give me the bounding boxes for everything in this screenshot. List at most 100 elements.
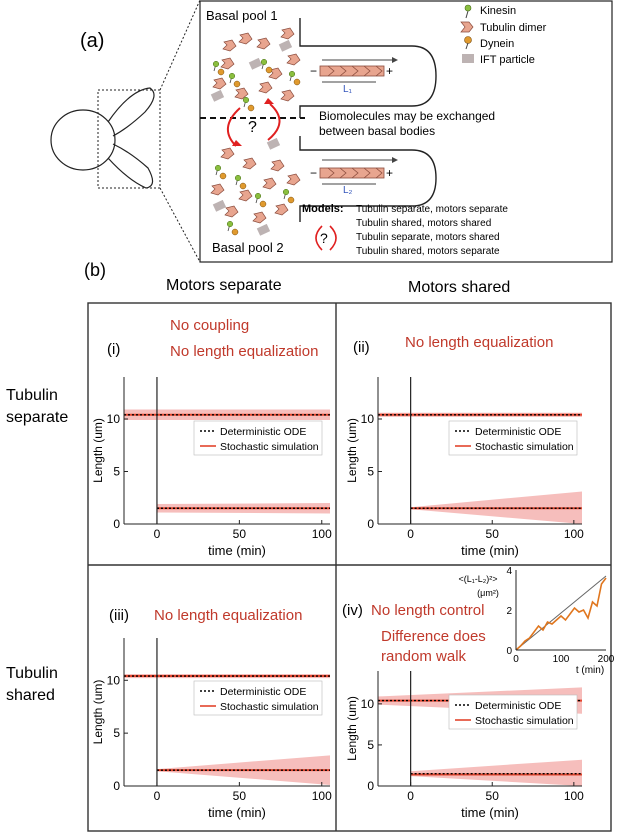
x-tick-label: 0	[154, 527, 161, 541]
flagellum-1-outline	[299, 18, 437, 118]
ift-particle-icon	[278, 39, 293, 52]
ift-particle-icon	[210, 89, 225, 102]
x-axis-label: time (min)	[461, 543, 519, 558]
y-tick-label: 5	[113, 465, 120, 479]
inset-x-tick-label: 0	[513, 654, 519, 665]
dynein-icon	[231, 228, 239, 236]
dynein-icon	[265, 66, 273, 74]
cell-outline	[50, 87, 155, 189]
panel-iv-annotation-2: Difference does	[381, 628, 486, 645]
basal-pool-2-molecules	[210, 137, 301, 236]
chart-legend-box	[193, 420, 323, 456]
tubulin-dimer-icon	[262, 177, 277, 190]
kinesin-icon	[282, 188, 290, 196]
dynein-icon	[233, 80, 241, 88]
x-tick-label: 50	[233, 789, 247, 803]
x-tick-label: 0	[407, 527, 414, 541]
flagellum-1-plus-end: +	[386, 64, 393, 78]
x-axis-label: time (min)	[208, 805, 266, 820]
x-tick-label: 50	[486, 789, 500, 803]
legend-label-ift-particle: IFT particle	[480, 54, 535, 66]
panel-iii-annotation-1: No length equalization	[154, 607, 302, 624]
panel-ii-label: (ii)	[353, 339, 370, 356]
microtubule-2	[319, 157, 398, 185]
legend-label-tubulin-dimer: Tubulin dimer	[480, 22, 547, 34]
dynein-icon	[259, 200, 267, 208]
ift-particle-icon	[266, 137, 281, 150]
tubulin-dimer-icon	[280, 27, 295, 40]
y-tick-label: 5	[367, 465, 374, 479]
y-tick-label: 0	[113, 779, 120, 793]
tubulin-dimer-icon	[242, 157, 257, 170]
x-tick-label: 100	[312, 789, 332, 803]
legend-label-deterministic: Deterministic ODE	[475, 700, 561, 712]
kinesin-icon	[242, 96, 250, 104]
inset-y-tick-label: 4	[506, 566, 512, 577]
legend-label-deterministic: Deterministic ODE	[220, 686, 306, 698]
inset-y-label-line2: (μm²)	[477, 588, 499, 598]
column-header-motors-separate: Motors separate	[166, 277, 282, 294]
legend-label-stochastic: Stochastic simulation	[220, 441, 319, 453]
tubulin-dimer-icon	[238, 32, 253, 45]
part-a-label: (a)	[80, 30, 104, 52]
y-tick-label: 0	[367, 779, 374, 793]
tubulin-dimer-icon	[252, 211, 267, 224]
models-cycle-arrows	[315, 225, 337, 251]
ift-particle-icon	[256, 223, 271, 236]
legend-label-stochastic: Stochastic simulation	[475, 441, 574, 453]
row-header-tubulin-separate-line2: separate	[6, 409, 68, 426]
tubulin-dimer-icon	[224, 205, 239, 218]
legend-label-deterministic: Deterministic ODE	[475, 426, 561, 438]
y-tick-label: 10	[107, 412, 121, 426]
ift-particle-icon	[212, 199, 227, 212]
tubulin-dimer-icon	[268, 67, 283, 80]
inset-y-label-line1: <(L₁-L₂)²>	[458, 574, 497, 584]
model-3: Tubulin separate, motors shared	[356, 232, 500, 243]
exchange-text-line1: Biomolecules may be exchanged	[319, 109, 495, 123]
basal-pool-1-label: Basal pool 1	[206, 8, 278, 23]
inset-y-tick-label: 0	[506, 646, 512, 657]
dynein-icon	[464, 36, 472, 50]
models-title: Models:	[302, 203, 344, 215]
x-tick-label: 50	[486, 527, 500, 541]
kinesin-icon	[212, 60, 220, 68]
flagellum-1-minus-end: −	[310, 64, 317, 78]
y-tick-label: 5	[113, 726, 120, 740]
chart-legend-box	[448, 420, 578, 456]
kinesin-icon	[288, 70, 296, 78]
tubulin-dimer-icon	[286, 173, 301, 186]
panel-iii-label: (iii)	[109, 607, 129, 624]
panel-i-label: (i)	[107, 341, 120, 358]
legend-label-dynein: Dynein	[480, 38, 514, 50]
flagellum-2-minus-end: −	[310, 166, 317, 180]
y-axis-label: Length (um)	[91, 680, 105, 745]
microtubule-1	[319, 57, 398, 83]
x-tick-label: 100	[564, 527, 584, 541]
y-tick-label: 5	[367, 738, 374, 752]
y-tick-label: 0	[113, 517, 120, 531]
x-tick-label: 100	[564, 789, 584, 803]
model-4: Tubulin shared, motors separate	[356, 246, 500, 257]
dynein-icon	[293, 78, 301, 86]
tubulin-dimer-icon	[234, 87, 249, 100]
L2-label: L₂	[343, 185, 353, 196]
exchange-arrows	[227, 98, 281, 147]
kinesin-icon	[464, 4, 472, 19]
tubulin-dimer-icon	[280, 89, 295, 102]
x-tick-label: 100	[312, 527, 332, 541]
y-axis-label: Length (um)	[345, 418, 359, 483]
x-tick-label: 0	[154, 789, 161, 803]
panel-i-annotation-1: No coupling	[170, 317, 249, 334]
kinesin-icon	[214, 164, 222, 172]
tubulin-dimer-icon	[220, 57, 235, 70]
kinesin-icon	[228, 72, 236, 80]
dynein-icon	[239, 182, 247, 190]
models-question-mark: ?	[320, 230, 328, 246]
row-header-tubulin-shared-line1: Tubulin	[6, 665, 58, 682]
flagellum-2-plus-end: +	[386, 166, 393, 180]
dynein-icon	[219, 172, 227, 180]
dynein-icon	[217, 68, 225, 76]
